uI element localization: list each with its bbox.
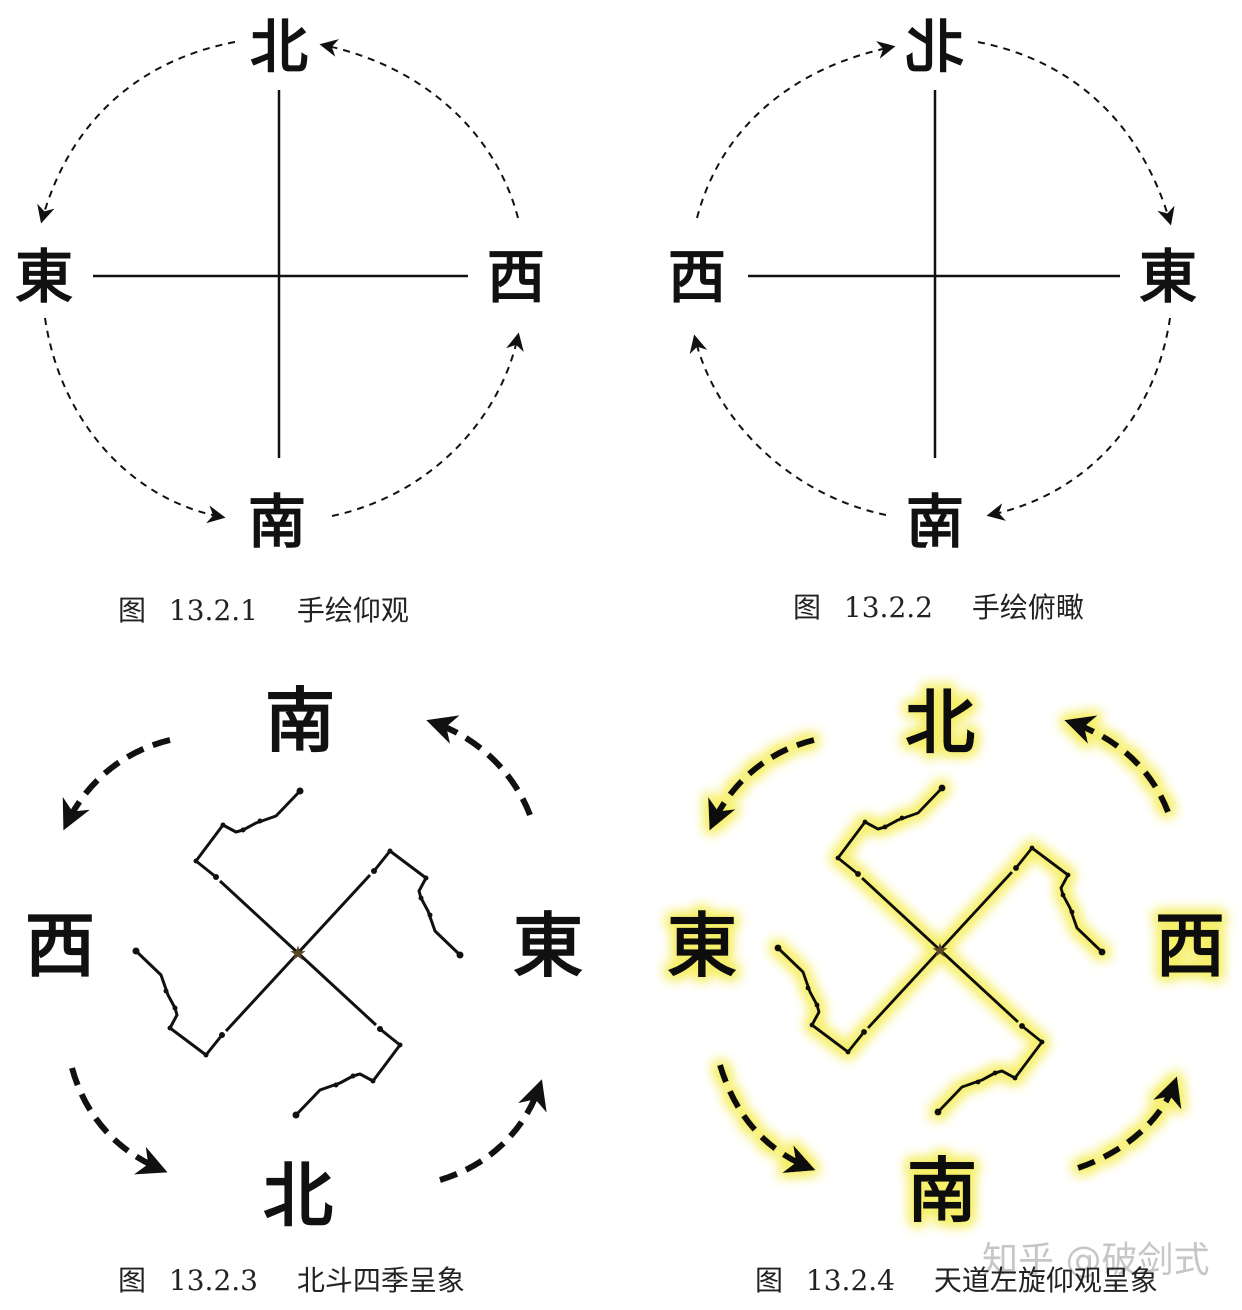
- arrow-east-to-south-icon: [44, 317, 226, 524]
- big-dipper-swastika: ★: [133, 788, 464, 1119]
- label-top: 北: [905, 682, 975, 764]
- label-left: 西: [25, 905, 95, 987]
- caption-number: 13.2.1: [169, 594, 258, 627]
- label-right: 西: [487, 243, 545, 311]
- caption-prefix: 图: [755, 1264, 783, 1297]
- arrow-south-to-west-icon: [689, 334, 887, 516]
- label-top: 北: [250, 13, 308, 81]
- arrow-north-to-east-icon: [977, 41, 1175, 226]
- arrow-west-to-north-icon: [696, 41, 896, 219]
- arrow-top-right-icon: [426, 715, 533, 817]
- caption: 图 13.2.2 手绘俯瞰: [793, 591, 1084, 624]
- arrow-top-right-icon: [1064, 715, 1171, 814]
- label-left: 東: [15, 243, 73, 311]
- dashed-arrows: [708, 715, 1182, 1174]
- label-top-mirrored: 北: [906, 13, 964, 81]
- caption-title: 北斗四季呈象: [297, 1264, 465, 1297]
- caption-prefix: 图: [118, 1264, 146, 1297]
- arrow-east-to-south-icon: [986, 317, 1171, 521]
- label-left: 東: [667, 905, 737, 987]
- label-bottom: 南: [907, 1150, 977, 1232]
- arrow-top-left-icon: [708, 737, 815, 831]
- label-right: 東: [513, 905, 583, 987]
- label-right: 西: [1155, 905, 1225, 987]
- caption-title: 手绘俯瞰: [972, 591, 1084, 624]
- arrow-south-to-west-icon: [331, 332, 524, 517]
- label-bottom: 北: [263, 1155, 333, 1237]
- caption: 图 13.2.1 手绘仰观: [118, 594, 409, 627]
- label-right: 東: [1139, 243, 1197, 311]
- arrow-west-to-north-icon: [319, 39, 519, 219]
- pole-star-icon: ★: [931, 938, 949, 962]
- caption-number: 13.2.2: [844, 591, 933, 624]
- label-bottom-mirrored: 南: [906, 488, 964, 556]
- arrow-north-to-east-icon: [37, 41, 236, 224]
- label-top: 南: [265, 680, 335, 762]
- figure-13-2-1: 北 東 西 南 图 13.2.1 手绘仰观: [15, 13, 545, 627]
- arrow-bottom-right-icon: [1077, 1076, 1182, 1171]
- figure-13-2-3: ★ 南 西 東 北 图 13.2.3 北斗四季呈象: [25, 680, 583, 1297]
- caption-title: 天道左旋仰观呈象: [934, 1264, 1158, 1297]
- pole-star-icon: ★: [289, 941, 307, 965]
- arrow-top-left-icon: [62, 737, 171, 831]
- arrow-bottom-right-icon: [439, 1079, 547, 1183]
- dashed-arrows: [62, 715, 547, 1183]
- dashed-arrows: [37, 39, 524, 524]
- figure-13-2-2: 北 西 東 南 图 13.2.2 手绘俯瞰: [668, 13, 1197, 624]
- watermark: 知乎 @破剑式: [982, 1240, 1209, 1281]
- label-bottom: 南: [248, 488, 306, 556]
- label-left: 西: [668, 243, 726, 311]
- caption-13-2-4: 图 13.2.4 天道左旋仰观呈象: [755, 1264, 1158, 1297]
- caption-title: 手绘仰观: [297, 594, 409, 627]
- big-dipper-swastika: ★: [775, 785, 1106, 1116]
- caption-number: 13.2.3: [169, 1264, 258, 1297]
- arrow-bottom-left-icon: [69, 1067, 168, 1175]
- arrow-bottom-left-icon: [717, 1064, 816, 1174]
- caption-prefix: 图: [793, 591, 821, 624]
- caption-prefix: 图: [118, 594, 146, 627]
- dashed-arrows: [689, 41, 1175, 521]
- caption-number: 13.2.4: [806, 1264, 895, 1297]
- figure-13-2-4: ★ 北 東 西 南: [667, 682, 1225, 1232]
- caption: 图 13.2.3 北斗四季呈象: [118, 1264, 465, 1297]
